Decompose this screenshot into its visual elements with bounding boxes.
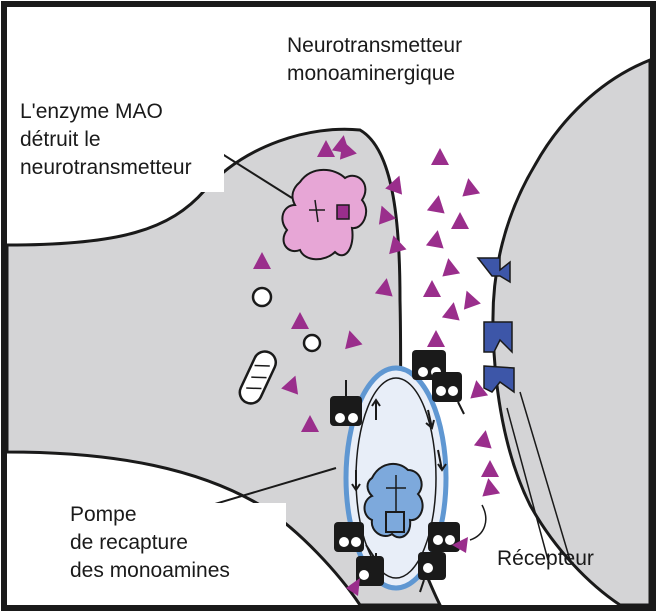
mao-label: L'enzyme MAO détruit le neurotransmetteu…: [20, 98, 192, 182]
vesicle-icon: [304, 335, 320, 351]
receptor-label: Récepteur: [497, 545, 594, 573]
neurotransmitter-label: Neurotransmetteur monoaminergique: [287, 32, 462, 88]
transporter-icon: [334, 522, 364, 552]
vesicle-icon: [253, 288, 271, 306]
reuptake-pump-label: Pompe de recapture des monoamines: [70, 501, 230, 585]
